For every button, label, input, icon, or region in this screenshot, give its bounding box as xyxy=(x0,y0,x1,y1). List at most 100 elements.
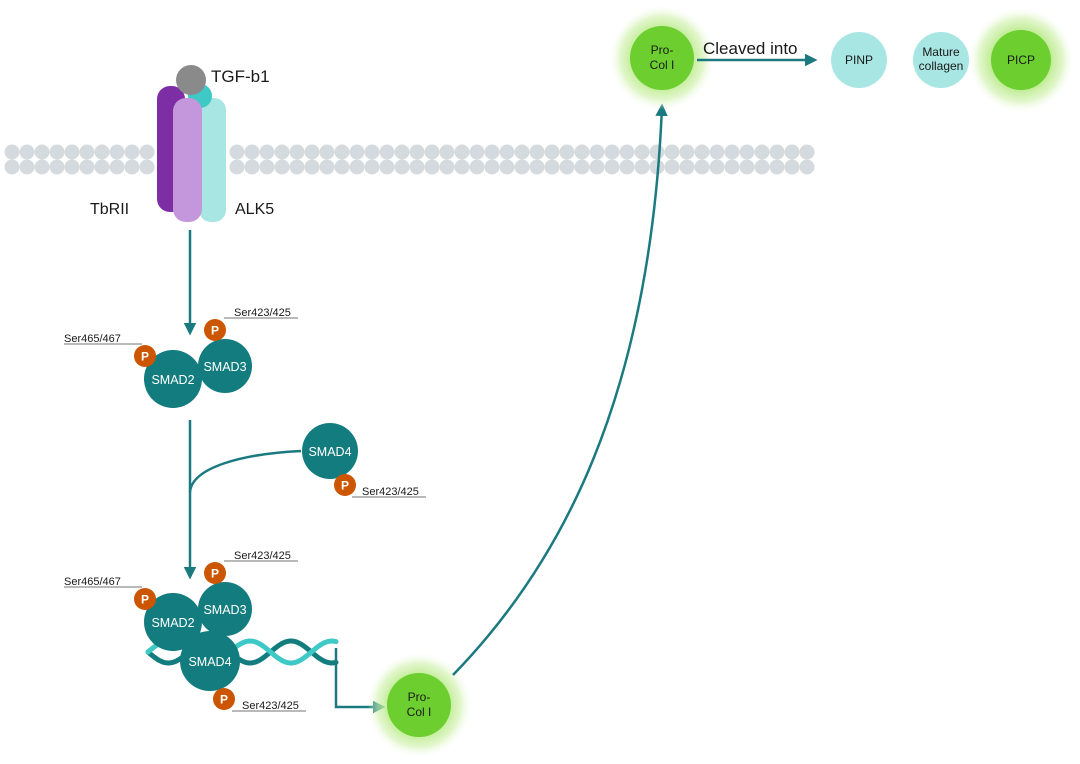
lipid-bead xyxy=(529,144,545,160)
phospho-badge-smad2 xyxy=(134,345,156,367)
lipid-bead xyxy=(484,159,500,175)
lipid-bead xyxy=(619,144,635,160)
cell-membrane xyxy=(4,144,815,175)
procol-i-node-lower: Pro- Col I xyxy=(367,653,471,757)
lipid-bead xyxy=(34,144,50,160)
lipid-bead xyxy=(769,144,785,160)
phospho-label-smad4-lower: P xyxy=(220,693,228,707)
site-label-smad3: Ser423/425 xyxy=(234,307,291,319)
lipid-bead xyxy=(124,159,140,175)
lipid-bead xyxy=(334,144,350,160)
phospho-badge-smad4-lower xyxy=(213,688,235,710)
smad2-circle-lower xyxy=(144,593,202,651)
lipid-bead xyxy=(64,159,80,175)
lipid-bead xyxy=(574,144,590,160)
lipid-bead xyxy=(139,144,155,160)
phospho-badge-smad4-free xyxy=(334,474,356,496)
lipid-bead xyxy=(784,144,800,160)
lipid-bead xyxy=(544,159,560,175)
site-label-smad4-lower: Ser423/425 xyxy=(242,700,299,712)
lipid-bead xyxy=(409,144,425,160)
lipid-bead xyxy=(739,159,755,175)
lipid-bead xyxy=(724,144,740,160)
lipid-bead xyxy=(94,144,110,160)
procol-circle-lower xyxy=(387,673,451,737)
picp-node: PICP xyxy=(969,8,1073,112)
lipid-bead xyxy=(439,144,455,160)
lipid-bead xyxy=(784,159,800,175)
lipid-bead xyxy=(709,144,725,160)
procol-label-lower-line1: Pro- xyxy=(408,690,431,704)
smad4-label: SMAD4 xyxy=(308,445,351,459)
lipid-bead xyxy=(634,159,650,175)
phospho-badge-smad2-lower xyxy=(134,588,156,610)
alk5-receptor-shape xyxy=(199,98,226,222)
phospho-badge-smad3-lower xyxy=(204,562,226,584)
site-label-smad3-lower: Ser423/425 xyxy=(234,550,291,562)
mature-collagen-node: Mature collagen xyxy=(913,32,969,88)
lipid-bead xyxy=(499,159,515,175)
lipid-bead xyxy=(724,159,740,175)
lipid-bead xyxy=(259,144,275,160)
phospho-label-smad2: P xyxy=(141,350,149,364)
lipid-bead xyxy=(289,144,305,160)
lipid-bead xyxy=(409,159,425,175)
lipid-bead xyxy=(34,159,50,175)
mature-collagen-circle xyxy=(913,32,969,88)
mature-collagen-label-line2: collagen xyxy=(919,59,964,73)
lipid-bead xyxy=(604,144,620,160)
smad4-circle-lower xyxy=(180,631,240,691)
lipid-bead xyxy=(79,144,95,160)
lipid-bead xyxy=(769,159,785,175)
tgf-b1-ligand xyxy=(176,65,206,95)
procol-label-upper-line1: Pro- xyxy=(651,43,674,57)
smad4-join-curve xyxy=(188,449,302,493)
pinp-node: PINP xyxy=(831,32,887,88)
phospho-label-smad2-lower: P xyxy=(141,593,149,607)
lipid-bead xyxy=(364,159,380,175)
lipid-bead xyxy=(364,144,380,160)
smad2-label: SMAD2 xyxy=(151,373,194,387)
pinp-label: PINP xyxy=(845,53,873,67)
lipid-bead xyxy=(679,144,695,160)
arrow-secretion xyxy=(452,103,668,676)
lipid-bead xyxy=(454,144,470,160)
lipid-bead xyxy=(709,159,725,175)
lipid-bead xyxy=(424,144,440,160)
lipid-bead xyxy=(49,159,65,175)
lipid-bead xyxy=(454,159,470,175)
lipid-bead xyxy=(799,144,815,160)
lipid-bead xyxy=(694,159,710,175)
lipid-bead xyxy=(274,144,290,160)
procol-circle-upper xyxy=(630,26,694,90)
lipid-bead xyxy=(259,159,275,175)
lipid-bead xyxy=(349,144,365,160)
receptor-complex xyxy=(157,65,226,222)
smad3-label-lower: SMAD3 xyxy=(203,603,246,617)
lipid-bead xyxy=(484,144,500,160)
lipid-bead xyxy=(589,144,605,160)
lipid-bead xyxy=(109,159,125,175)
picp-label: PICP xyxy=(1007,53,1035,67)
lipid-bead xyxy=(79,159,95,175)
lipid-bead xyxy=(139,159,155,175)
smad2-smad3-complex-top: SMAD2 SMAD3 P Ser423/425 P Ser465/467 xyxy=(64,307,298,408)
lipid-bead xyxy=(739,144,755,160)
alk5-label: ALK5 xyxy=(235,201,274,218)
phospho-badge-smad3 xyxy=(204,319,226,341)
lipid-bead xyxy=(544,144,560,160)
smad3-circle xyxy=(198,339,252,393)
smad4-circle xyxy=(302,423,358,479)
mature-collagen-label-line1: Mature xyxy=(922,45,960,59)
procol-i-node-upper: Pro- Col I xyxy=(610,6,714,110)
lipid-bead xyxy=(4,144,20,160)
lipid-bead xyxy=(439,159,455,175)
lipid-bead xyxy=(619,159,635,175)
dna-strand-a xyxy=(145,638,339,666)
lipid-bead xyxy=(304,144,320,160)
lipid-bead xyxy=(49,144,65,160)
procol-label-lower-line2: Col I xyxy=(407,705,432,719)
lipid-bead xyxy=(514,144,530,160)
lipid-bead xyxy=(514,159,530,175)
lipid-bead xyxy=(664,144,680,160)
